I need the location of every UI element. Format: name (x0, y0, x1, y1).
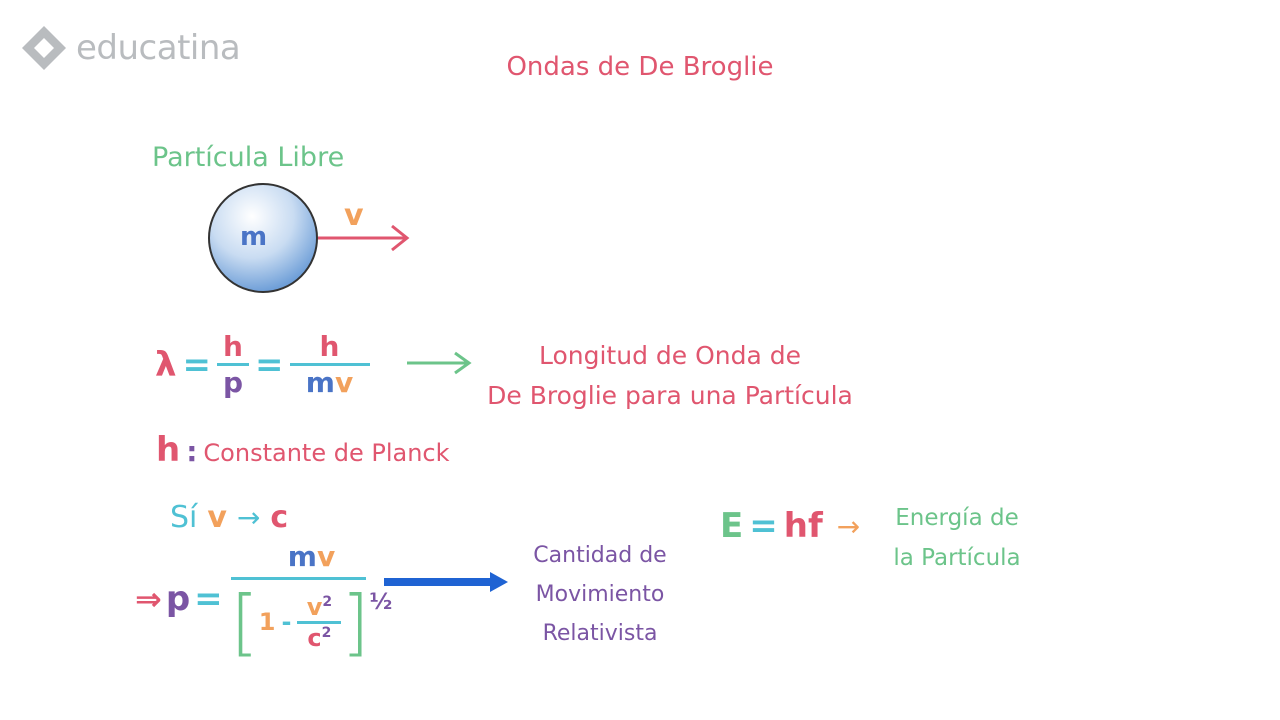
momentum-p: p (165, 579, 191, 619)
momentum-equals: = (194, 579, 223, 619)
equals-2: = (255, 344, 284, 385)
fraction-numerator-h: h (319, 330, 340, 363)
momentum-description: Cantidad de Movimiento Relativista (512, 536, 688, 653)
slide-title: Ondas de De Broglie (506, 52, 774, 82)
momentum-equation: ⇒ p = mv [ 1 - v2 c2 ] ½ (135, 540, 392, 658)
fraction-h-over-mv: h mv (289, 330, 370, 399)
momentum-desc-line1: Cantidad de (533, 543, 667, 568)
momentum-fraction: mv [ 1 - v2 c2 ] ½ (230, 540, 393, 658)
logo-diamond-icon (22, 26, 66, 70)
bracket-left: [ (230, 580, 259, 664)
wavelength-description: Longitud de Onda de De Broglie para una … (470, 336, 870, 416)
momentum-desc-line3: Relativista (542, 621, 658, 646)
lambda-symbol: λ (155, 344, 177, 385)
fraction-denominator-mv: mv (306, 366, 353, 399)
fraction-h-over-p: h p (217, 330, 250, 399)
condition-arrow-icon: → (236, 501, 261, 534)
fraction-bar (217, 363, 250, 366)
planck-definition: h : Constante de Planck (156, 430, 450, 470)
fraction-denominator-p: p (222, 366, 244, 399)
bracket-right: ] (341, 580, 370, 664)
c-squared: c2 (307, 623, 332, 652)
denominator-one: 1 (258, 608, 276, 636)
energy-desc-line2: la Partícula (893, 545, 1021, 571)
momentum-denominator: [ 1 - v2 c2 ] ½ (231, 586, 393, 658)
equals-1: = (182, 344, 212, 385)
energy-equals: = (749, 506, 778, 546)
condition-si: Sí (170, 500, 198, 535)
energy-desc-line1: Energía de (895, 505, 1019, 531)
particle-sphere (208, 183, 318, 293)
mass-m: m (305, 366, 335, 399)
fraction-bar (289, 363, 370, 366)
energy-equation: E = hf → (720, 506, 860, 546)
wavelength-desc-line2: De Broglie para una Partícula (487, 381, 853, 410)
wavelength-arrow-icon (407, 351, 472, 375)
educatina-logo: educatina (20, 24, 241, 72)
implies-icon: ⇒ (135, 580, 162, 618)
denominator-minus: - (281, 608, 292, 636)
wavelength-desc-line1: Longitud de Onda de (538, 341, 801, 370)
planck-text: Constante de Planck (203, 439, 450, 467)
energy-description: Energía de la Partícula (872, 498, 1042, 578)
energy-arrow-icon: → (836, 509, 861, 543)
mass-m: m (287, 540, 317, 573)
exponent-half: ½ (369, 590, 393, 615)
planck-colon: : (186, 435, 198, 468)
momentum-numerator: mv (288, 540, 335, 573)
velocity-arrow-head (391, 224, 410, 252)
velocity-v: v (334, 366, 354, 399)
momentum-desc-line2: Movimiento (535, 582, 665, 607)
fraction-bar (230, 577, 366, 580)
energy-hf: hf (783, 506, 823, 546)
particle-diagram (208, 183, 410, 293)
velocity-v: v (316, 540, 336, 573)
fraction-numerator-h: h (223, 330, 243, 363)
fraction-bar (297, 620, 342, 624)
momentum-arrow-icon (384, 572, 508, 592)
v-squared: v2 (306, 592, 333, 621)
wavelength-equation: λ = h p = h mv (155, 330, 370, 399)
brand-name: educatina (76, 28, 241, 68)
particle-heading: Partícula Libre (152, 142, 345, 173)
relativistic-condition: Sí v → c (170, 500, 288, 535)
condition-v: v (207, 500, 227, 535)
particle-velocity-label: v (344, 198, 364, 233)
condition-c: c (270, 500, 289, 535)
planck-symbol: h (156, 430, 181, 470)
v2-over-c2: v2 c2 (297, 592, 342, 652)
energy-E: E (720, 506, 744, 546)
particle-mass-label: m (240, 222, 268, 252)
